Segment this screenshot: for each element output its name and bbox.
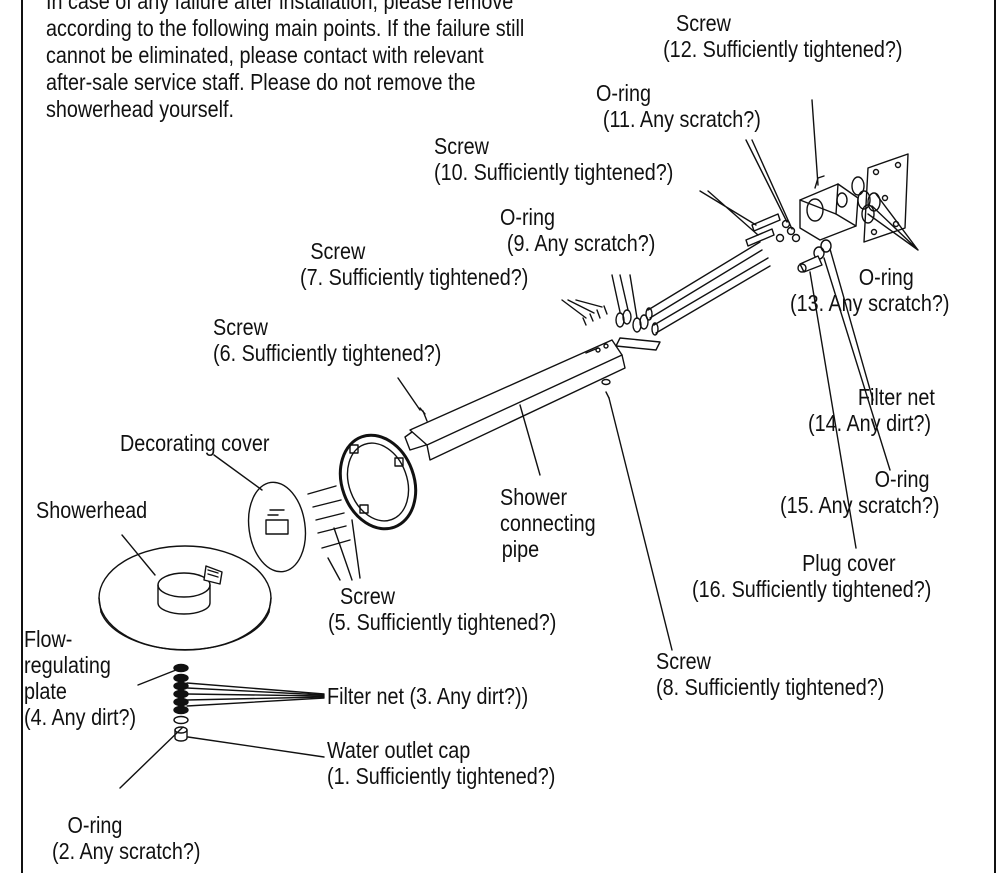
label-line: (6. Sufficiently tightened?): [213, 340, 442, 366]
valve-body-part: [799, 99, 859, 241]
label-filter-14: Filter net (14. Any dirt?): [808, 384, 935, 436]
orings-13-part: [851, 176, 919, 251]
label-line: O-ring: [500, 204, 555, 230]
label-line: Water outlet cap: [327, 737, 471, 763]
label-line: Filter net (3. Any dirt?)): [327, 683, 529, 709]
intro-line: after-sale service staff. Please do not …: [46, 69, 476, 95]
showerhead-part: [98, 534, 272, 651]
intro-paragraph: In case of any failure after installatio…: [46, 0, 524, 123]
label-oring-15: O-ring (15. Any scratch?): [780, 466, 939, 518]
label-line: Shower: [500, 484, 568, 510]
label-line: O-ring: [67, 812, 123, 838]
label-line: Filter net: [857, 384, 935, 410]
label-decorating-cover: Decorating cover: [120, 430, 270, 456]
intro-line: according to the following main points. …: [46, 15, 525, 41]
label-showerhead: Showerhead: [36, 497, 147, 523]
label-line: Screw: [310, 238, 366, 264]
label-line: regulating: [24, 652, 111, 678]
label-line: pipe: [501, 536, 540, 562]
label-line: Screw: [656, 648, 711, 674]
water-pipes-part: [645, 241, 771, 336]
label-line: Screw: [213, 314, 268, 340]
label-screw-5: Screw (5. Sufficiently tightened?): [328, 583, 556, 635]
label-line: Screw: [434, 133, 489, 159]
label-line: (13. Any scratch?): [790, 290, 950, 316]
back-plate-part: [863, 153, 909, 243]
intro-line: In case of any failure after installatio…: [46, 0, 514, 14]
intro-line: showerhead yourself.: [46, 96, 235, 122]
clips-10-part: [699, 190, 781, 247]
frame-border-left: [21, 0, 23, 873]
label-line: Plug cover: [802, 550, 896, 576]
label-line: Decorating cover: [120, 430, 270, 456]
label-line: Screw: [340, 583, 395, 609]
label-oring-11: O-ring (11. Any scratch?): [596, 80, 761, 132]
label-flow-plate: Flow- regulating plate (4. Any dirt?): [24, 626, 136, 730]
label-line: O-ring: [858, 264, 914, 290]
label-screw-7: Screw (7. Sufficiently tightened?): [300, 238, 528, 290]
label-line: connecting: [500, 510, 596, 536]
label-screw-8: Screw (8. Sufficiently tightened?): [656, 648, 884, 700]
label-filter-3: Filter net (3. Any dirt?)): [327, 683, 528, 709]
label-line: (12. Sufficiently tightened?): [663, 36, 903, 62]
orings-9-part: [611, 274, 661, 351]
label-line: (9. Any scratch?): [506, 230, 656, 256]
label-line: (7. Sufficiently tightened?): [300, 264, 529, 290]
label-line: (11. Any scratch?): [602, 106, 761, 132]
label-line: (1. Sufficiently tightened?): [327, 763, 556, 789]
label-line: (2. Any scratch?): [52, 838, 201, 864]
label-line: (5. Sufficiently tightened?): [328, 609, 557, 635]
label-line: Screw: [676, 10, 731, 36]
label-line: (16. Sufficiently tightened?): [692, 576, 932, 602]
label-line: (10. Sufficiently tightened?): [434, 159, 674, 185]
label-line: plate: [24, 678, 67, 704]
label-line: Flow-: [24, 626, 73, 652]
screws-5-part: [307, 485, 361, 581]
label-line: Showerhead: [36, 497, 148, 523]
label-screw-10: Screw (10. Sufficiently tightened?): [434, 133, 673, 185]
label-cap-1: Water outlet cap (1. Sufficiently tighte…: [327, 737, 555, 789]
label-line: O-ring: [874, 466, 930, 492]
label-plug-16: Plug cover (16. Sufficiently tightened?): [692, 550, 931, 602]
label-screw-6: Screw (6. Sufficiently tightened?): [213, 314, 441, 366]
mounting-plate-part: [338, 433, 418, 531]
label-oring-9: O-ring (9. Any scratch?): [500, 204, 655, 256]
small-screws-part: [397, 299, 673, 651]
orings-11-part: [745, 139, 801, 243]
frame-border-right: [994, 0, 996, 873]
label-screw-12: Screw (12. Sufficiently tightened?): [663, 10, 902, 62]
label-connecting-pipe: Shower connecting pipe: [500, 484, 596, 562]
label-line: O-ring: [596, 80, 651, 106]
label-line: (15. Any scratch?): [780, 492, 940, 518]
decorating-cover-part: [213, 454, 307, 573]
label-line: (14. Any dirt?): [808, 410, 932, 436]
label-line: (8. Sufficiently tightened?): [656, 674, 885, 700]
plug-parts-part: [797, 239, 891, 549]
label-oring-13: O-ring (13. Any scratch?): [790, 264, 949, 316]
connecting-pipe-part: [404, 339, 626, 476]
label-line: (4. Any dirt?): [24, 704, 137, 730]
intro-line: cannot be eliminated, please contact wit…: [46, 42, 484, 68]
filter-stack-part: [119, 663, 325, 789]
label-oring-2: O-ring (2. Any scratch?): [52, 812, 200, 864]
